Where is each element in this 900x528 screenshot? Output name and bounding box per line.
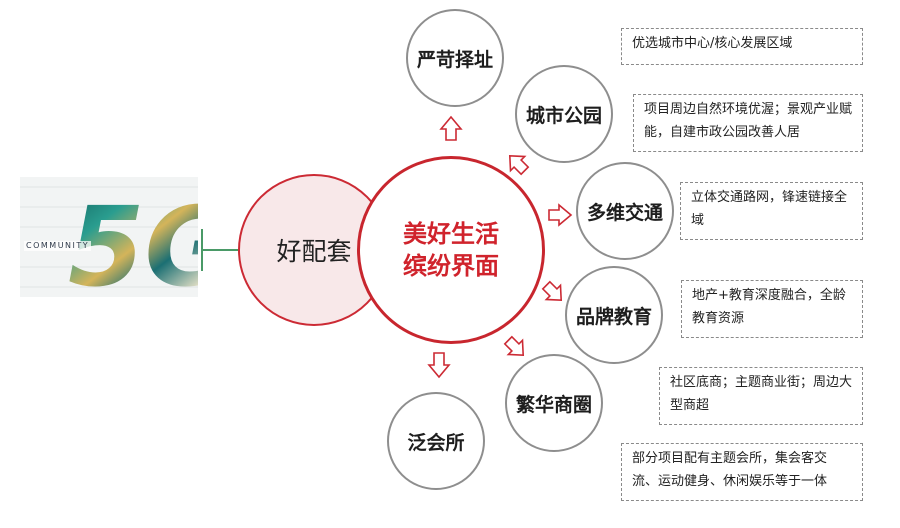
5g-community-logo: 5G COMMUNITY	[20, 177, 198, 297]
arrow-up-right-icon	[508, 154, 530, 176]
clubhouse-circle: 泛会所	[387, 392, 485, 490]
arrow-down-right-icon	[503, 335, 525, 357]
multi-dimensional-transport-label: 多维交通	[586, 201, 663, 224]
center-title-line2: 缤纷界面	[403, 252, 499, 280]
arrow-right-icon	[548, 203, 573, 227]
divider-bar	[201, 229, 203, 271]
desc-multi-dimensional-transport: 立体交通路网，锋速链接全域	[680, 182, 863, 240]
desc-clubhouse: 部分项目配有主题会所，集会客交流、运动健身、休闲娱乐等于一体	[621, 443, 863, 501]
arrow-down-icon	[427, 352, 451, 379]
5g-glyphs: 5G	[68, 183, 198, 297]
business-district-circle: 繁华商圈	[505, 354, 603, 452]
desc-business-district: 社区底商；主题商业街；周边大型商超	[659, 367, 863, 425]
5g-logo-graphic: 5G	[20, 177, 198, 297]
clubhouse-label: 泛会所	[407, 431, 465, 454]
multi-dimensional-transport-circle: 多维交通	[576, 162, 674, 260]
brand-education-label: 品牌教育	[575, 305, 652, 328]
center-title-line1: 美好生活	[403, 220, 499, 248]
good-amenities-label: 好配套	[276, 237, 352, 266]
center-hub-circle: 美好生活 缤纷界面	[357, 156, 545, 344]
strict-site-selection-label: 严苛择址	[416, 48, 493, 71]
city-park-circle: 城市公园	[515, 65, 613, 163]
desc-brand-education: 地产+教育深度融合，全龄教育资源	[681, 280, 863, 338]
community-label: COMMUNITY	[24, 241, 92, 251]
connector-line	[203, 249, 241, 251]
desc-city-park: 项目周边自然环境优渥；景观产业赋能，自建市政公园改善人居	[633, 94, 863, 152]
arrow-up-icon	[439, 115, 463, 141]
city-park-label: 城市公园	[525, 104, 602, 127]
strict-site-selection-circle: 严苛择址	[406, 9, 504, 107]
brand-education-circle: 品牌教育	[565, 266, 663, 364]
arrow-right-up-icon	[541, 280, 563, 302]
business-district-label: 繁华商圈	[515, 393, 592, 416]
desc-strict-site-selection: 优选城市中心/核心发展区域	[621, 28, 863, 65]
